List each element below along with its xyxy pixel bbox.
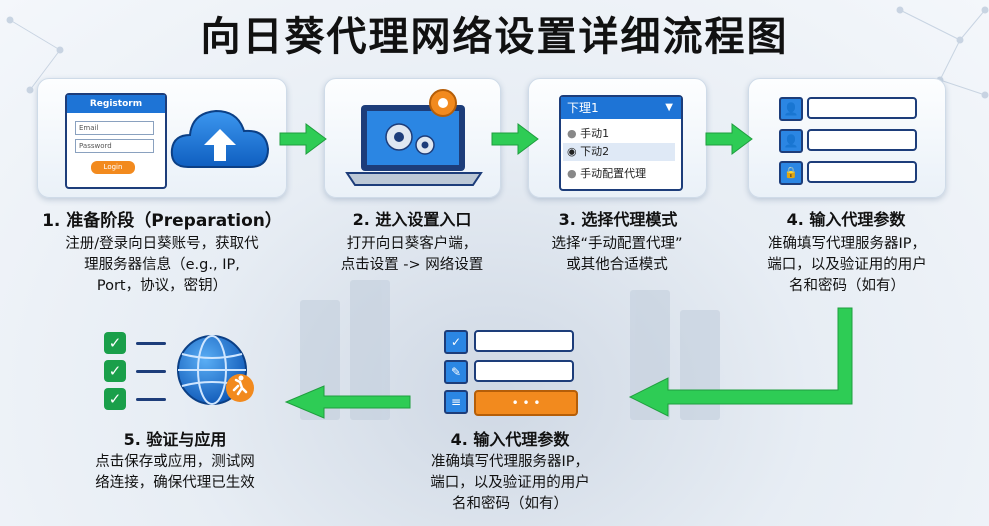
step-3-desc: 选择“手动配置代理”或其他合适模式 [551,236,683,273]
option-2: ◉ 下动2 [563,143,675,161]
arrow-4-to-bottom-4 [628,307,853,417]
submit-button: • • • [474,390,578,416]
checklist-line [136,342,166,345]
login-form-illustration: Registorm Email Password Login [65,93,167,189]
step-3-title: 3. 选择代理模式 [558,210,678,229]
email-field: Email [75,121,154,135]
arrow-2-to-3 [491,123,539,155]
checklist-line [136,398,166,401]
arrow-3-to-4 [705,123,753,155]
step-4-desc: 准确填写代理服务器IP，端口，以及验证用的用户名和密码（如有） [767,236,927,294]
checklist-line [136,370,166,373]
step-4-title: 4. 输入代理参数 [786,210,906,229]
step-5-desc: 点击保存或应用，测试网络连接，确保代理已生效 [95,454,255,491]
proxy-ip-field [807,97,917,119]
step-1-title: 1. 准备阶段（Preparation） [42,211,282,231]
bottom-step-4-title: 4. 输入代理参数 [450,430,570,449]
arrow-bottom-4-to-5 [284,385,411,419]
page-title: 向日葵代理网络设置详细流程图 [200,14,789,60]
option-1: ● 手动1 [567,127,610,140]
step-2-card [324,78,501,198]
laptop-settings-icon [345,89,483,186]
login-button: Login [91,161,135,174]
list-icon: ≡ [444,390,468,414]
check-icon: ✓ [104,388,126,410]
step-4-card: 👤 👤 🔒 [748,78,946,198]
step-1-desc: 注册/登录向日葵账号，获取代理服务器信息（e.g., IP,Port，协议，密钥… [65,236,259,294]
proxy-mode-dropdown: 下理1 ▼ ● 手动1 ◉ 下动2 ● 手动配置代理 [559,95,683,191]
check-icon: ✓ [444,330,468,354]
pencil-icon: ✎ [444,360,468,384]
password-field: Password [75,139,154,153]
check-icon: ✓ [104,360,126,382]
proxy-port-field [807,129,917,151]
step-2-desc: 打开向日葵客户端，点击设置 -> 网络设置 [340,236,484,273]
check-icon: ✓ [104,332,126,354]
step-2-title: 2. 进入设置入口 [352,210,472,229]
step-5-title: 5. 验证与应用 [123,430,227,449]
globe-runner-icon [177,335,254,405]
user-icon: 👤 [779,97,803,121]
step-3-card: 下理1 ▼ ● 手动1 ◉ 下动2 ● 手动配置代理 [528,78,707,198]
bottom-step-4-desc: 准确填写代理服务器IP，端口，以及验证用的用户名和密码（如有） [430,454,590,512]
bottom-port-field [474,360,574,382]
checklist-illustration: ✓ ✓ ✓ [104,332,184,416]
chevron-down-icon: ▼ [665,102,673,113]
bottom-ip-field [474,330,574,352]
option-3: ● 手动配置代理 [567,167,647,180]
dropdown-selected: 下理1 [567,101,599,115]
user-icon: 👤 [779,129,803,153]
lock-icon: 🔒 [779,161,803,185]
proxy-password-field [807,161,917,183]
arrow-1-to-2 [279,123,327,155]
login-form-header: Registorm [67,95,165,113]
bottom-form-illustration: ✓ ✎ ≡ • • • [436,326,586,416]
cloud-upload-icon [170,109,270,168]
step-1-card: Registorm Email Password Login [37,78,287,198]
